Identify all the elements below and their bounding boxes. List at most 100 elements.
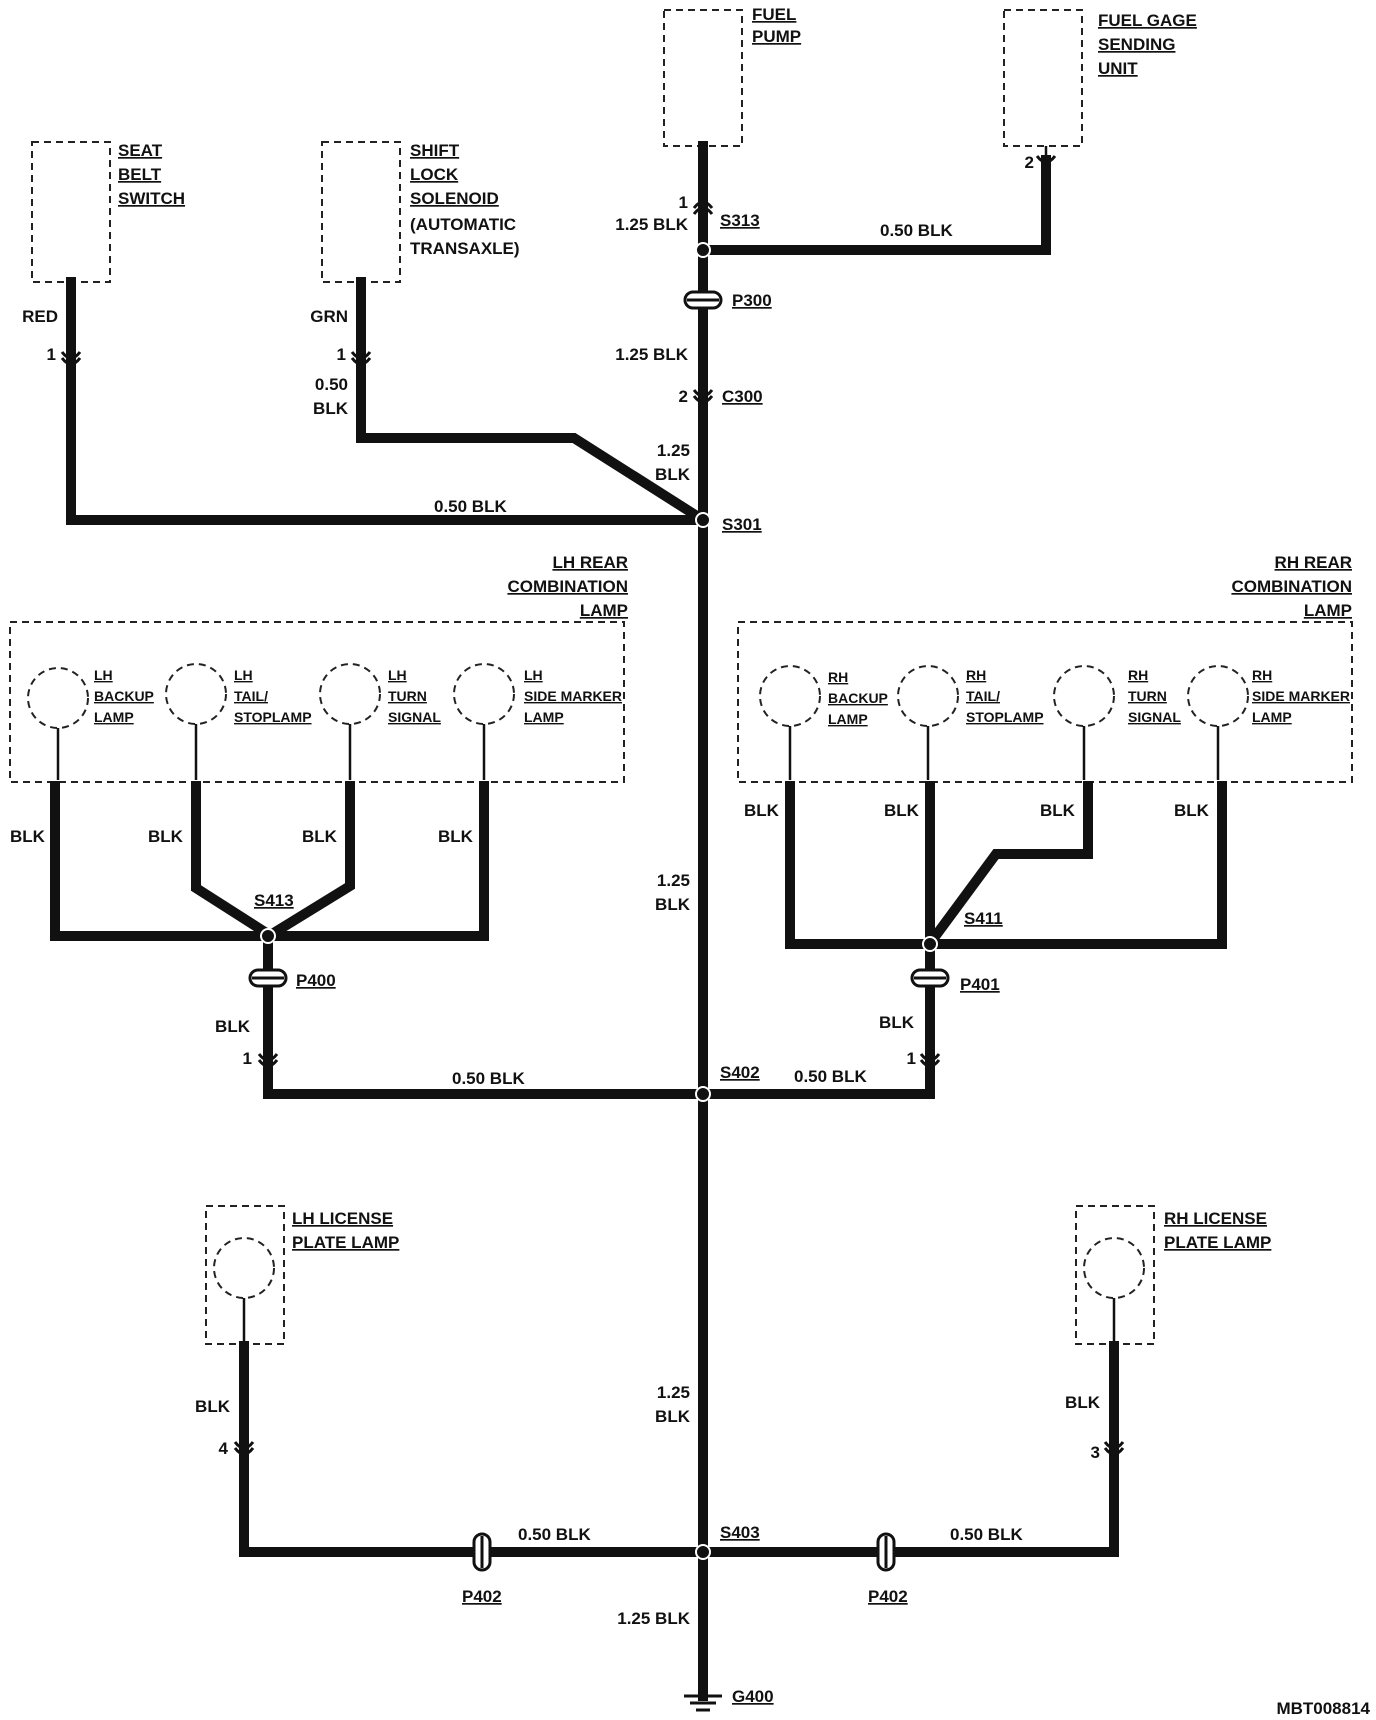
- svg-text:UNIT: UNIT: [1098, 59, 1138, 78]
- ground-g400-label: G400: [732, 1687, 774, 1706]
- wire-label-lh-license-branch: 0.50 BLK: [518, 1525, 591, 1544]
- svg-text:TAIL/: TAIL/: [234, 688, 268, 704]
- svg-text:TRANSAXLE): TRANSAXLE): [410, 239, 520, 258]
- svg-text:COMBINATION: COMBINATION: [507, 577, 628, 596]
- wire-label-lh-tail: BLK: [148, 827, 184, 846]
- wire-label-fuel-gage: 0.50 BLK: [880, 221, 953, 240]
- connector-shift-lock-pin: [350, 351, 372, 366]
- lh-rear-combination-label: LH REAR COMBINATION LAMP: [507, 553, 628, 620]
- wire-s413-down: [263, 931, 705, 1099]
- wire-label-p300-c300: 1.25 BLK: [615, 345, 688, 364]
- svg-text:LAMP: LAMP: [580, 601, 628, 620]
- svg-text:FUEL: FUEL: [752, 5, 796, 24]
- svg-text:LAMP: LAMP: [1252, 709, 1292, 725]
- ground-g400-symbol: [684, 1694, 722, 1712]
- svg-text:RH: RH: [1128, 667, 1148, 683]
- wire-label-lh-backup: BLK: [10, 827, 46, 846]
- svg-text:TAIL/: TAIL/: [966, 688, 1000, 704]
- svg-text:LH: LH: [388, 667, 407, 683]
- splice-s301-dot: [695, 512, 711, 528]
- lh-turn-bulb: [319, 663, 381, 780]
- lh-side-marker-label: LH SIDE MARKER LAMP: [524, 667, 622, 725]
- wire-s411-down: [701, 939, 935, 1099]
- connector-p400: [248, 968, 288, 988]
- wire-label-lh-side: BLK: [438, 827, 474, 846]
- svg-text:SWITCH: SWITCH: [118, 189, 185, 208]
- svg-text:RH: RH: [966, 667, 986, 683]
- svg-text:STOPLAMP: STOPLAMP: [966, 709, 1044, 725]
- rh-tail-lamp-label: RH TAIL/ STOPLAMP: [966, 667, 1044, 725]
- rh-rear-combination-box: [737, 621, 1353, 783]
- splice-s413-dot: [260, 928, 276, 944]
- connector-p402-left-label: P402: [462, 1587, 502, 1606]
- lh-license-bulb: [213, 1237, 275, 1344]
- connector-fuel-gage-pin: [1035, 155, 1057, 164]
- lh-turn-signal-label: LH TURN SIGNAL: [388, 667, 441, 725]
- connector-p402-left: [472, 1532, 492, 1572]
- splice-s402-dot: [695, 1086, 711, 1102]
- svg-text:BACKUP: BACKUP: [828, 690, 888, 706]
- connector-p400-pin: [257, 1053, 279, 1068]
- wire-label-trunk-mid: 1.25 BLK: [655, 871, 691, 914]
- wire-label-ground: 1.25 BLK: [617, 1609, 690, 1628]
- wire-label-lh-turn: BLK: [302, 827, 338, 846]
- rh-license-bulb: [1083, 1237, 1145, 1344]
- svg-text:LH LICENSE: LH LICENSE: [292, 1209, 393, 1228]
- svg-text:TURN: TURN: [1128, 688, 1167, 704]
- wire-label-seat-belt-size: 0.50 BLK: [434, 497, 507, 516]
- rh-backup-bulb: [759, 665, 821, 780]
- pin-fuel-pump: 1: [679, 193, 688, 212]
- svg-text:0.50: 0.50: [315, 375, 348, 394]
- connector-c300-label: C300: [722, 387, 763, 406]
- connector-p401: [910, 968, 950, 988]
- svg-text:STOPLAMP: STOPLAMP: [234, 709, 312, 725]
- splice-s411-dot: [922, 936, 938, 952]
- connector-p402-right-label: P402: [868, 1587, 908, 1606]
- svg-text:SOLENOID: SOLENOID: [410, 189, 499, 208]
- lh-rear-combination-box: [9, 621, 625, 783]
- svg-text:RH: RH: [1252, 667, 1272, 683]
- svg-text:BACKUP: BACKUP: [94, 688, 154, 704]
- pin-c300: 2: [679, 387, 688, 406]
- lh-side-marker-bulb: [453, 663, 515, 780]
- seat-belt-switch-box: [31, 141, 111, 283]
- connector-p300: [683, 290, 723, 310]
- rh-turn-bulb: [1053, 665, 1115, 780]
- splice-s403-dot: [695, 1544, 711, 1560]
- figure-id: MBT008814: [1276, 1699, 1370, 1718]
- svg-text:BLK: BLK: [655, 895, 691, 914]
- wire-label-rh-side: BLK: [1174, 801, 1210, 820]
- wire-rh-license: [701, 1341, 1119, 1557]
- lh-backup-bulb: [27, 667, 89, 780]
- rh-rear-combination-label: RH REAR COMBINATION LAMP: [1231, 553, 1352, 620]
- svg-text:PLATE LAMP: PLATE LAMP: [292, 1233, 399, 1252]
- svg-text:LH REAR: LH REAR: [552, 553, 628, 572]
- svg-text:LH: LH: [234, 667, 253, 683]
- wire-label-lh-license-blk: BLK: [195, 1397, 231, 1416]
- wire-label-p401-blk: BLK: [879, 1013, 915, 1032]
- wire-lh-turn: [265, 781, 355, 941]
- splice-s313-dot: [695, 242, 711, 258]
- rh-tail-bulb: [897, 665, 959, 780]
- svg-text:PUMP: PUMP: [752, 27, 801, 46]
- wire-rh-turn: [927, 781, 1093, 945]
- wire-label-shift-lock-size: 0.50 BLK: [313, 375, 349, 418]
- splice-s301-label: S301: [722, 515, 762, 534]
- rh-turn-signal-label: RH TURN SIGNAL: [1128, 667, 1181, 725]
- svg-text:TURN: TURN: [388, 688, 427, 704]
- splice-s411-label: S411: [964, 909, 1003, 928]
- wire-label-lh-branch: 0.50 BLK: [452, 1069, 525, 1088]
- svg-text:SIGNAL: SIGNAL: [1128, 709, 1181, 725]
- connector-p400-label: P400: [296, 971, 336, 990]
- pin-p401: 1: [907, 1049, 916, 1068]
- wire-label-rh-license-branch: 0.50 BLK: [950, 1525, 1023, 1544]
- svg-text:SIDE MARKER: SIDE MARKER: [524, 688, 622, 704]
- wire-label-p400-blk: BLK: [215, 1017, 251, 1036]
- svg-text:LH: LH: [94, 667, 113, 683]
- pin-fuel-gage: 2: [1025, 153, 1034, 172]
- svg-text:1.25: 1.25: [657, 1383, 690, 1402]
- connector-rh-license-pin: [1103, 1441, 1125, 1456]
- wire-rh-backup: [785, 781, 1227, 949]
- pin-lh-license: 4: [219, 1439, 229, 1458]
- svg-text:LAMP: LAMP: [94, 709, 134, 725]
